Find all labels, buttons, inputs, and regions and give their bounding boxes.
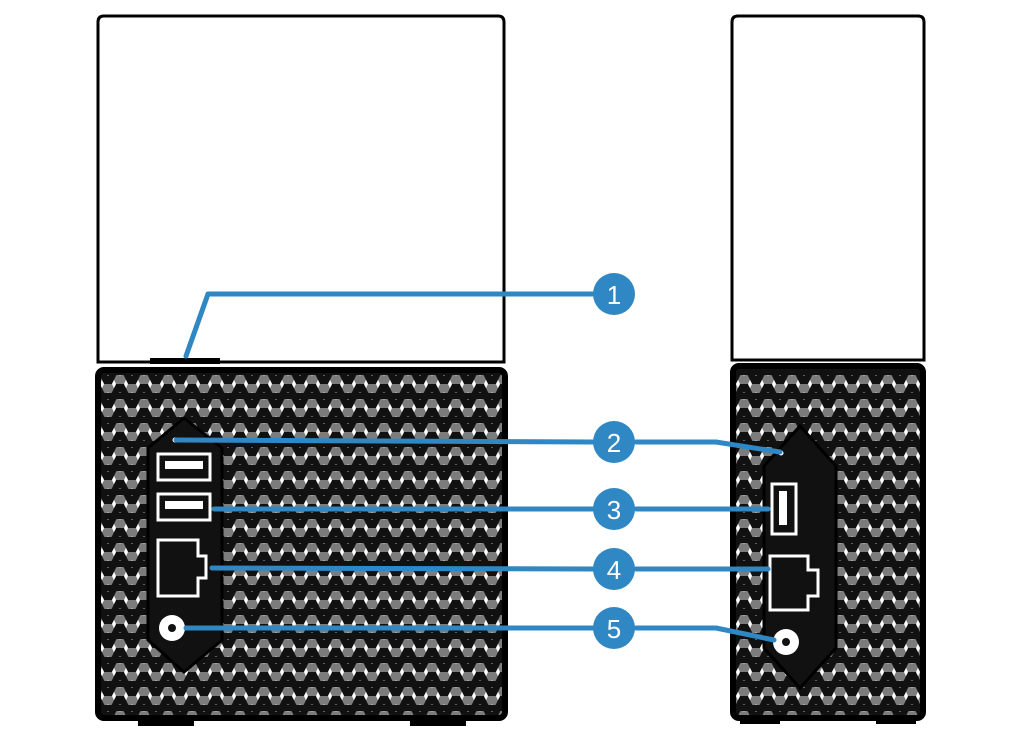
left-status-light-slot — [150, 358, 220, 364]
leader-line-2b — [633, 439, 783, 455]
callout-leaders — [173, 291, 783, 643]
leader-line-5b — [633, 625, 777, 643]
right-device-enclosure — [730, 14, 926, 362]
leader-line-4a — [209, 565, 597, 572]
callout-label-5: 5 — [607, 614, 621, 644]
callout-label-3: 3 — [607, 495, 621, 525]
callout-badge-2: 2 — [593, 421, 635, 463]
callout-label-2: 2 — [607, 428, 621, 458]
callout-label-1: 1 — [607, 280, 621, 310]
right-foot-left — [740, 716, 780, 724]
callout-badge-4: 4 — [593, 548, 635, 590]
callout-badge-5: 5 — [593, 607, 635, 649]
callout-badge-3: 3 — [593, 488, 635, 530]
left-foot-left — [138, 716, 194, 726]
right-usb-port[interactable] — [770, 482, 798, 536]
left-device — [95, 14, 508, 726]
callout-badges: 1 2 3 4 5 — [593, 273, 635, 649]
left-power-port[interactable] — [159, 615, 185, 641]
left-usb-port-2[interactable] — [156, 492, 212, 522]
leader-line-1 — [183, 291, 597, 359]
callout-label-4: 4 — [607, 555, 621, 585]
left-foot-right — [410, 716, 466, 726]
left-device-enclosure — [96, 14, 506, 364]
right-ethernet-port[interactable] — [768, 554, 820, 612]
right-device — [730, 14, 926, 724]
left-ethernet-port[interactable] — [156, 538, 208, 598]
right-foot-right — [876, 716, 916, 724]
leader-line-2a — [173, 437, 597, 445]
left-usb-port-1[interactable] — [156, 452, 212, 482]
right-power-port[interactable] — [773, 629, 799, 655]
callout-badge-1: 1 — [593, 273, 635, 315]
